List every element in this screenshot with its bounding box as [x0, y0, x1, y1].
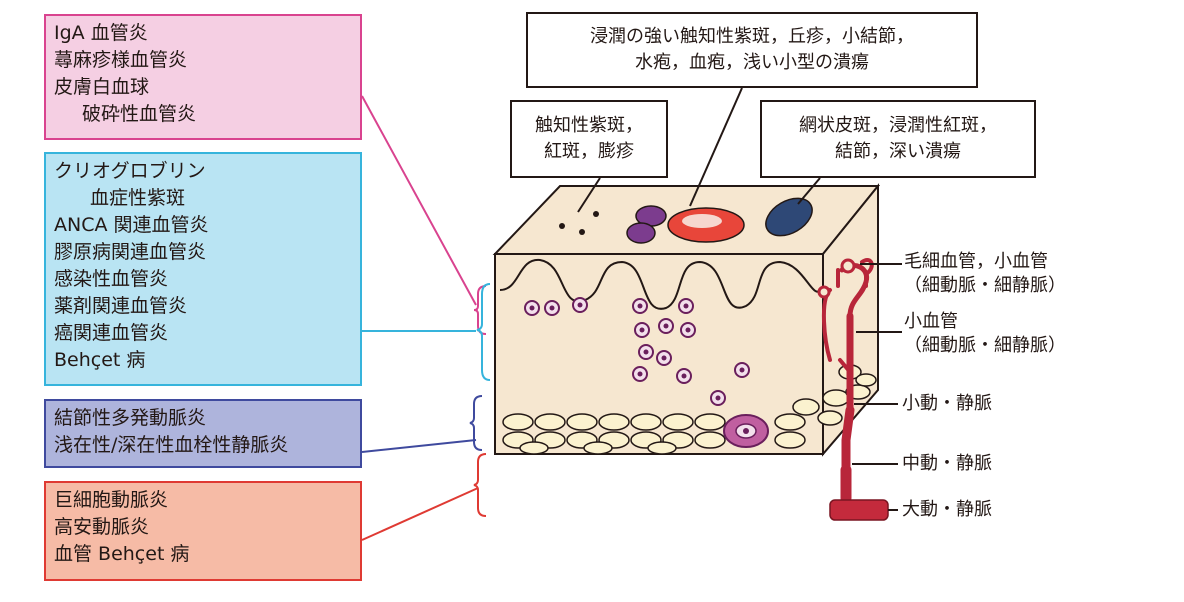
callout-line: 紅斑，膨疹 [544, 141, 634, 162]
purpura-lesion-2 [626, 222, 656, 244]
fat-layer [502, 364, 877, 455]
bracket-cyan [476, 283, 491, 381]
category-line: 破砕性血管炎 [82, 103, 197, 125]
subcutaneous-vessel-lumen [743, 428, 749, 434]
category-line: ANCA 関連血管炎 [54, 214, 209, 236]
bracket-pink [473, 285, 487, 335]
label-small-artery-vein: 小動・静脈 [902, 392, 992, 416]
epidermis-line [499, 258, 822, 310]
ulcer-lesion [765, 197, 813, 237]
dermal-vessels [524, 297, 750, 406]
bracket-red [473, 453, 487, 517]
category-line: IgA 血管炎 [54, 22, 148, 44]
vessel-label-line: 小動・静脈 [902, 393, 992, 414]
category-large-vessel-box: 巨細胞動脈炎 高安動脈炎 血管 Behçet 病 [44, 481, 362, 581]
label-large-artery-vein: 大動・静脈 [902, 498, 992, 522]
nodule-lesion-highlight [682, 214, 722, 228]
pointer-right [797, 177, 821, 205]
connector-pink [361, 95, 477, 306]
category-line: 膠原病関連血管炎 [54, 241, 207, 263]
vessel-label-line: 大動・静脈 [902, 499, 992, 520]
pointer-left [577, 177, 601, 213]
category-line: 血症性紫斑 [90, 187, 186, 209]
category-line: 高安動脈炎 [54, 516, 150, 538]
connector-red [361, 487, 479, 541]
surface-dots [559, 211, 599, 235]
category-line: Behçet 病 [54, 349, 146, 371]
category-line: 薬剤関連血管炎 [54, 295, 188, 317]
dermal-vessel-lumens [529, 302, 745, 401]
callout-line: 触知性紫斑， [535, 115, 643, 136]
category-small-vessel-box: IgA 血管炎 蕁麻疹様血管炎 皮膚白血球 破砕性血管炎 [44, 14, 362, 140]
callout-livedo: 網状皮斑，浸潤性紅斑， 結節，深い潰瘍 [760, 100, 1036, 178]
vessel-label-line: 毛細血管，小血管 [904, 251, 1048, 272]
label-capillary: 毛細血管，小血管 （細動脈・細静脈） [904, 250, 1066, 298]
vessel-label-line: （細動脈・細静脈） [904, 275, 1066, 296]
category-line: 結節性多発動脈炎 [54, 407, 207, 429]
callout-line: 浸潤の強い触知性紫斑，丘疹，小結節， [590, 26, 914, 47]
callout-line: 網状皮斑，浸潤性紅斑， [799, 115, 997, 136]
pointer-top [689, 87, 743, 207]
category-line: 皮膚白血球 [54, 76, 150, 98]
category-medium-vessel-box: 結節性多発動脈炎 浅在性/深在性血栓性静脈炎 [44, 399, 362, 468]
label-medium-artery-vein: 中動・静脈 [902, 452, 992, 476]
callout-surface-lesions: 浸潤の強い触知性紫斑，丘疹，小結節， 水疱，血疱，浅い小型の潰瘍 [526, 12, 978, 88]
vessel-label-line: （細動脈・細静脈） [904, 335, 1066, 356]
bracket-blue [469, 395, 483, 451]
category-line: 蕁麻疹様血管炎 [54, 49, 188, 71]
capillary-loop-1 [840, 258, 856, 274]
callout-line: 結節，深い潰瘍 [835, 141, 961, 162]
callout-purpura: 触知性紫斑， 紅斑，膨疹 [510, 100, 668, 178]
callout-line: 水疱，血疱，浅い小型の潰瘍 [635, 52, 869, 73]
category-line: 浅在性/深在性血栓性静脈炎 [54, 434, 289, 456]
label-small-vessel: 小血管 （細動脈・細静脈） [904, 310, 1066, 358]
capillary-loop-2 [817, 285, 831, 299]
category-line: 巨細胞動脈炎 [54, 489, 169, 511]
category-line: 血管 Behçet 病 [54, 543, 190, 565]
large-vessel [829, 499, 889, 521]
category-line: クリオグロブリン [54, 160, 206, 182]
category-line: 癌関連血管炎 [54, 322, 169, 344]
vessel-leaders [852, 263, 902, 511]
vessel-label-line: 中動・静脈 [902, 453, 992, 474]
category-small-vessel-systemic-box: クリオグロブリン 血症性紫斑 ANCA 関連血管炎 膠原病関連血管炎 感染性血管… [44, 152, 362, 386]
connector-blue [361, 439, 477, 453]
vessel-label-line: 小血管 [904, 311, 958, 332]
category-line: 感染性血管炎 [54, 268, 169, 290]
